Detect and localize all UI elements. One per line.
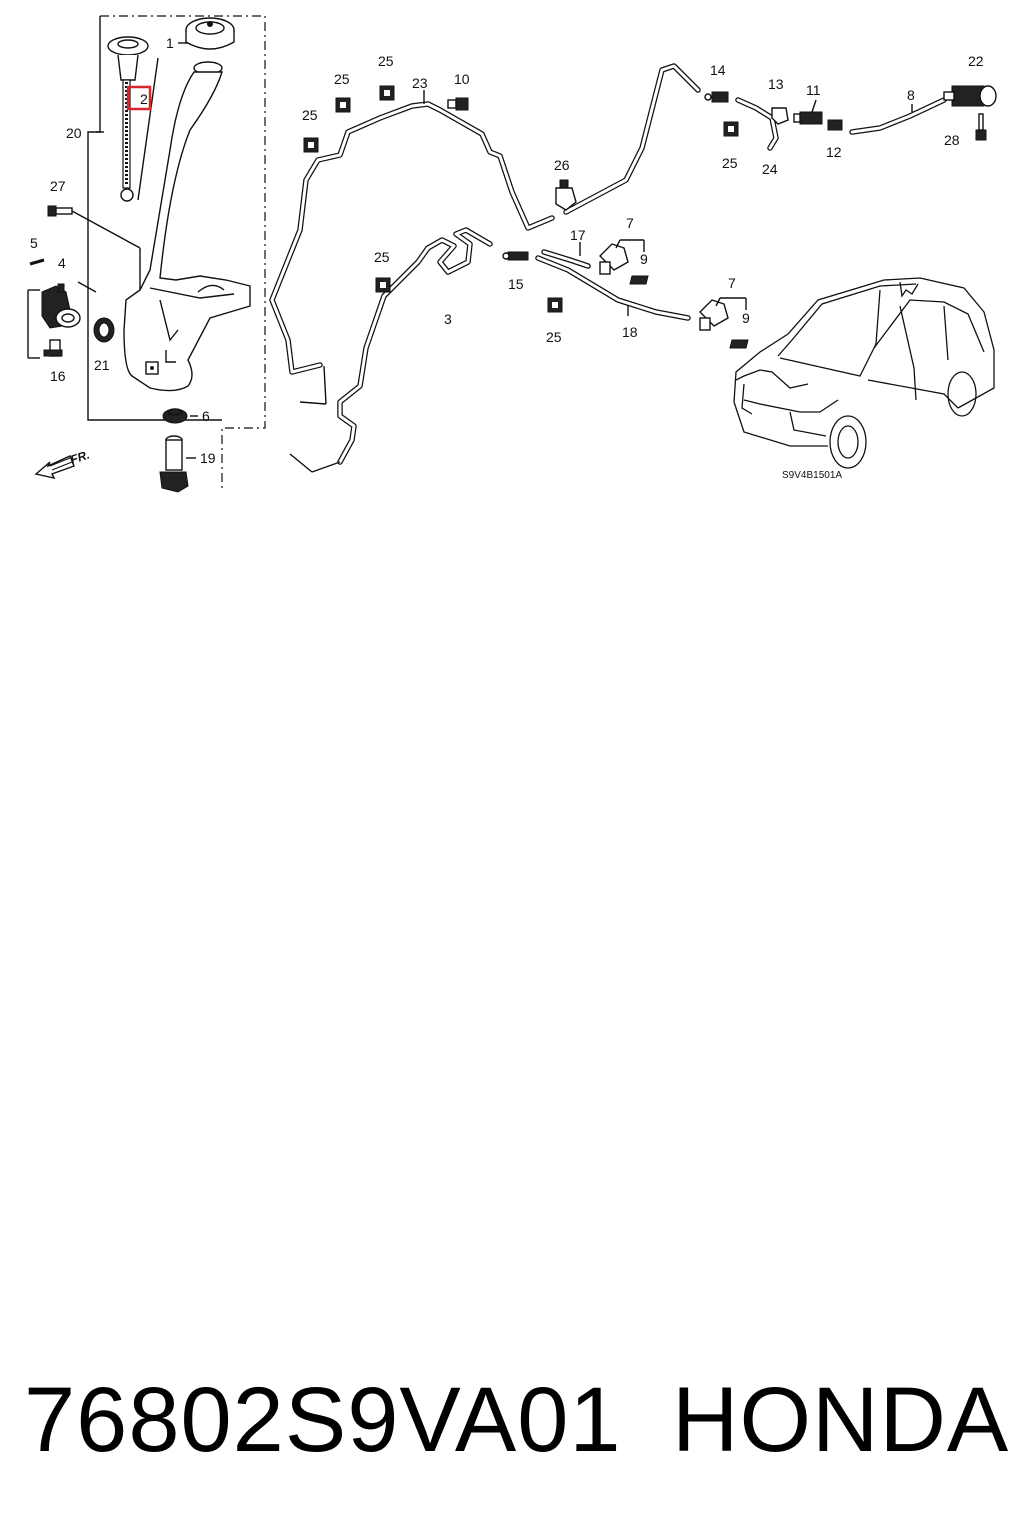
part-number: 76802S9VA01 bbox=[24, 1369, 622, 1471]
washer-hose-front bbox=[269, 101, 555, 375]
clip bbox=[375, 277, 391, 293]
callout-1: 1 bbox=[166, 35, 174, 51]
reservoir-group-frame bbox=[100, 15, 266, 492]
nozzle-hose bbox=[535, 249, 691, 321]
washer-hose-rear bbox=[563, 63, 701, 215]
callout-7: 7 bbox=[728, 275, 736, 291]
callout-23: 23 bbox=[412, 75, 428, 91]
washer-nozzle bbox=[699, 299, 729, 331]
clip bbox=[335, 97, 351, 113]
callout-18: 18 bbox=[622, 324, 638, 340]
callout-25: 25 bbox=[546, 329, 562, 345]
joint-13 bbox=[771, 107, 789, 125]
callout-24: 24 bbox=[762, 161, 778, 177]
washer-hose-lower bbox=[337, 227, 493, 465]
brand-name: HONDA bbox=[672, 1369, 1010, 1471]
clip bbox=[379, 85, 395, 101]
callout-25: 25 bbox=[374, 249, 390, 265]
callout-12: 12 bbox=[826, 144, 842, 160]
callout-25: 25 bbox=[722, 155, 738, 171]
callout-25: 25 bbox=[334, 71, 350, 87]
washer-pump bbox=[41, 283, 81, 329]
joint-11 bbox=[793, 111, 823, 125]
washer-nozzle bbox=[599, 243, 629, 275]
callout-6: 6 bbox=[202, 408, 210, 424]
callout-26: 26 bbox=[554, 157, 570, 173]
check-valve bbox=[943, 85, 997, 107]
callout-8: 8 bbox=[907, 87, 915, 103]
callout-27: 27 bbox=[50, 178, 66, 194]
callout-15: 15 bbox=[508, 276, 524, 292]
highlight-box bbox=[126, 85, 152, 111]
callout-10: 10 bbox=[454, 71, 470, 87]
grommet-10 bbox=[447, 97, 469, 111]
vehicle-outline bbox=[733, 277, 995, 469]
drawing-code: S9V4B1501A bbox=[782, 470, 842, 481]
caption: 76802S9VA01 HONDA bbox=[0, 1360, 1024, 1480]
callout-17: 17 bbox=[570, 227, 586, 243]
callout-4: 4 bbox=[58, 255, 66, 271]
front-direction-arrow bbox=[34, 455, 75, 480]
callout-9: 9 bbox=[640, 251, 648, 267]
clip bbox=[723, 121, 739, 137]
clamp bbox=[555, 179, 577, 211]
nozzle-pad bbox=[629, 275, 649, 285]
callout-11: 11 bbox=[806, 82, 821, 98]
front-direction-label: FR. bbox=[69, 448, 92, 467]
callout-20: 20 bbox=[66, 125, 82, 141]
joint-tube bbox=[43, 339, 63, 357]
callout-9: 9 bbox=[742, 310, 750, 326]
clip bbox=[303, 137, 319, 153]
parts-diagram: 1 2 3 4 5 6 7 7 8 9 9 10 11 12 13 14 15 … bbox=[27, 15, 997, 493]
joint-15 bbox=[502, 251, 529, 261]
reservoir-cap bbox=[185, 17, 235, 50]
callout-7: 7 bbox=[626, 215, 634, 231]
callout-3: 3 bbox=[444, 311, 452, 327]
bolt bbox=[47, 205, 73, 217]
callout-28: 28 bbox=[944, 132, 960, 148]
callout-16: 16 bbox=[50, 368, 66, 384]
seal bbox=[162, 408, 188, 424]
reservoir-tank bbox=[123, 61, 251, 392]
grommet bbox=[93, 317, 115, 343]
callout-14: 14 bbox=[710, 62, 726, 78]
callout-5: 5 bbox=[30, 235, 38, 251]
callout-21: 21 bbox=[94, 357, 110, 373]
reservoir-bracket-line bbox=[87, 16, 222, 421]
callout-13: 13 bbox=[768, 76, 784, 92]
clip bbox=[547, 297, 563, 313]
joint-12 bbox=[827, 119, 843, 131]
level-gauge bbox=[107, 36, 149, 202]
callout-25: 25 bbox=[302, 107, 318, 123]
callout-2: 2 bbox=[140, 91, 148, 107]
callout-19: 19 bbox=[200, 450, 216, 466]
level-sensor bbox=[159, 435, 189, 493]
callout-22: 22 bbox=[968, 53, 984, 69]
nozzle-pad bbox=[729, 339, 749, 349]
joint-14 bbox=[704, 91, 729, 103]
bolt-28 bbox=[975, 113, 987, 141]
callout-25: 25 bbox=[378, 53, 394, 69]
